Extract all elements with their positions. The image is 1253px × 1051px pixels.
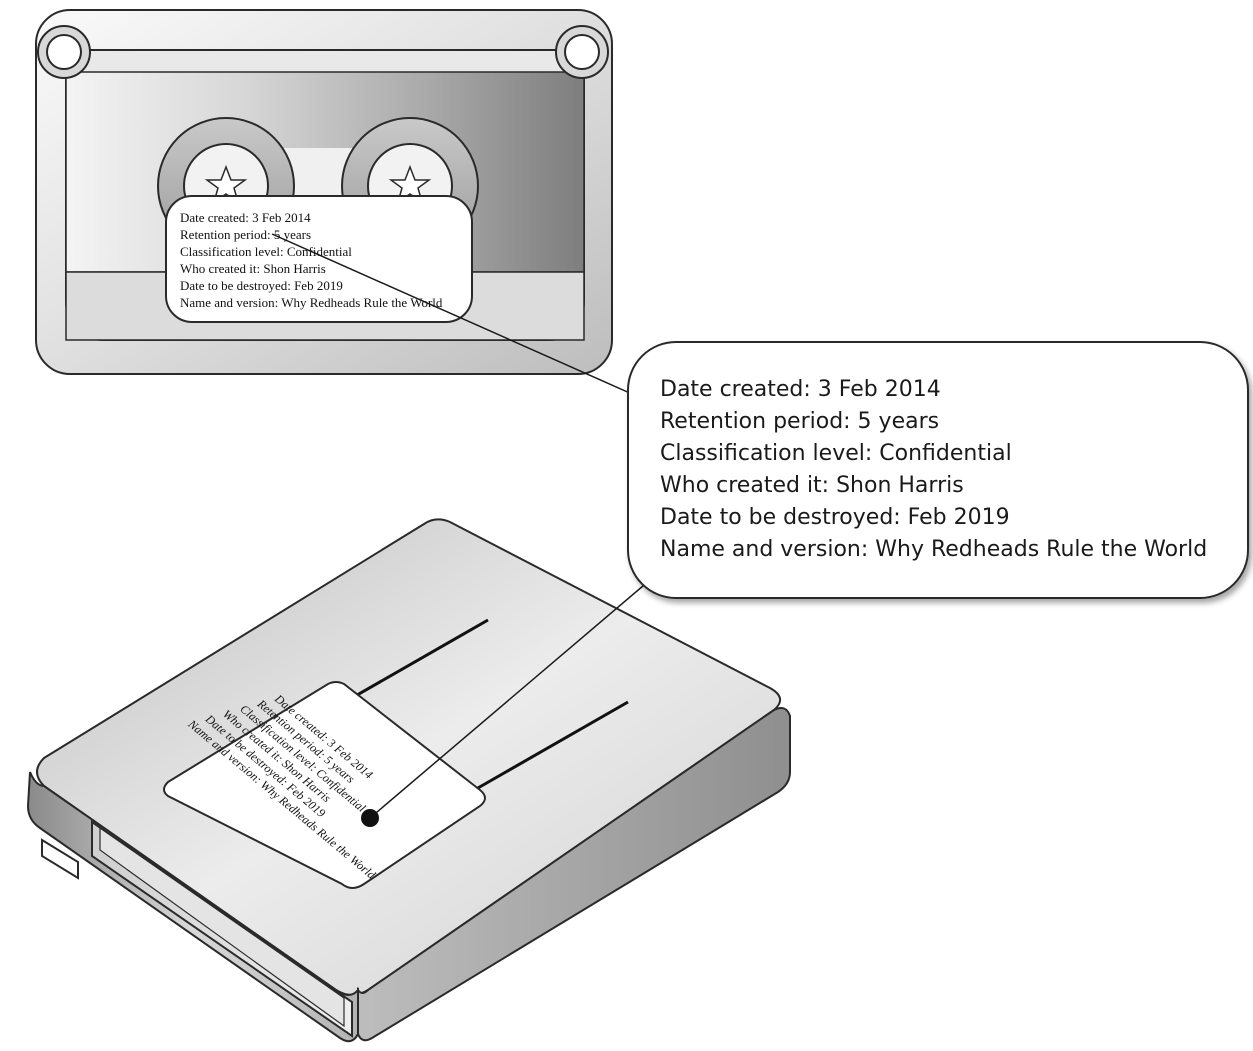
callout-line-1: Date created: 3 Feb 2014: [660, 377, 941, 402]
callout-line-4: Who created it: Shon Harris: [660, 473, 964, 498]
screw-hole-right: [556, 26, 608, 78]
cassette-label-line-4: Who created it: Shon Harris: [180, 261, 326, 276]
cassette-label-line-6: Name and version: Why Redheads Rule the …: [180, 295, 443, 310]
callout-line-5: Date to be destroyed: Feb 2019: [660, 505, 1010, 530]
cassette-label-line-3: Classification level: Confidential: [180, 244, 352, 259]
callout-line-6: Name and version: Why Redheads Rule the …: [660, 537, 1207, 562]
pin-dot-icon: [361, 809, 379, 827]
cassette-label-line-5: Date to be destroyed: Feb 2019: [180, 278, 343, 293]
cassette-label-line-1: Date created: 3 Feb 2014: [180, 210, 311, 225]
callout-line-2: Retention period: 5 years: [660, 409, 939, 434]
cassette-label-line-2: Retention period: 5 years: [180, 227, 311, 242]
cassette-tape-icon: Date created: 3 Feb 2014 Retention perio…: [36, 10, 612, 374]
screw-hole-left: [38, 26, 90, 78]
callout-line-3: Classification level: Confidential: [660, 441, 1012, 466]
